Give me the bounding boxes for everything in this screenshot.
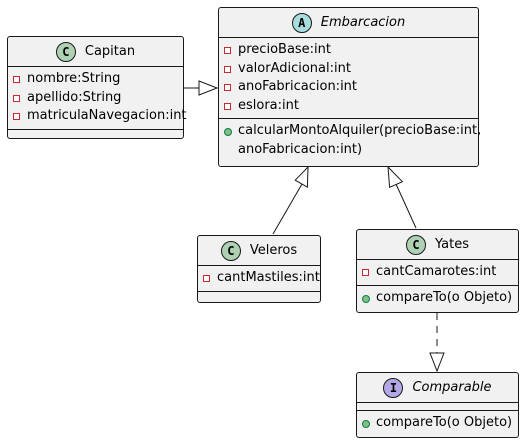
attributes-section bbox=[357, 402, 518, 410]
class-yates[interactable]: C Yates cantCamarotes:int compareTo(o Ob… bbox=[356, 229, 519, 313]
capitan-embarcacion-generalization bbox=[183, 80, 219, 96]
private-marker-icon bbox=[13, 94, 20, 102]
attribute-row: valorAdicional:int bbox=[224, 60, 478, 79]
attribute-text: eslora:int bbox=[238, 97, 299, 113]
attribute-row: anoFabricacion:int bbox=[224, 78, 478, 97]
private-marker-icon bbox=[224, 65, 231, 73]
public-marker-icon bbox=[362, 420, 370, 428]
interface-comparable[interactable]: I Comparable compareTo(o Objeto) bbox=[356, 372, 519, 438]
class-header: C Yates bbox=[357, 230, 518, 259]
public-marker-icon bbox=[224, 128, 232, 136]
attribute-text: apellido:String bbox=[27, 89, 122, 105]
class-badge-icon: C bbox=[406, 234, 426, 255]
method-text: compareTo(o Objeto) bbox=[376, 415, 513, 430]
attribute-text: matriculaNavegacion:int bbox=[27, 108, 187, 123]
class-name: Veleros bbox=[249, 243, 298, 258]
class-name: Capitan bbox=[84, 44, 136, 59]
class-header: C Capitan bbox=[8, 37, 183, 66]
abstract-badge-icon: A bbox=[291, 12, 312, 33]
class-header: I Comparable bbox=[357, 373, 518, 402]
attribute-row: eslora:int bbox=[224, 97, 478, 116]
attribute-row: matriculaNavegacion:int bbox=[13, 107, 187, 126]
attributes-section: nombre:String apellido:String matriculaN… bbox=[8, 66, 187, 129]
class-header: A Embarcacion bbox=[219, 8, 478, 37]
private-marker-icon bbox=[13, 113, 20, 120]
method-text: calcularMontoAlquiler(precioBase:int, bbox=[238, 123, 482, 138]
method-row: compareTo(o Objeto) bbox=[362, 414, 518, 433]
attribute-text: valorAdicional:int bbox=[238, 60, 351, 76]
attributes-section: cantCamarotes:int bbox=[357, 259, 518, 285]
method-row: compareTo(o Objeto) bbox=[362, 289, 518, 308]
methods-section: compareTo(o Objeto) bbox=[357, 284, 518, 311]
attribute-row: cantCamarotes:int bbox=[362, 263, 518, 282]
private-marker-icon bbox=[224, 84, 231, 91]
methods-section bbox=[8, 128, 183, 137]
class-name: Embarcacion bbox=[320, 15, 406, 30]
attribute-row: nombre:String bbox=[13, 70, 183, 89]
attribute-text: precioBase:int bbox=[238, 42, 332, 57]
yates-embarcacion-generalization bbox=[387, 165, 417, 229]
method-text: compareTo(o Objeto) bbox=[376, 289, 513, 305]
method-text: anoFabricacion:int) bbox=[238, 141, 363, 157]
public-marker-icon bbox=[362, 294, 370, 303]
private-marker-icon bbox=[224, 47, 231, 54]
private-marker-icon bbox=[224, 102, 231, 110]
class-badge-icon: C bbox=[220, 240, 241, 261]
class-capitan[interactable]: C Capitan nombre:String apellido:String … bbox=[7, 36, 187, 139]
attribute-text: cantCamarotes:int bbox=[376, 264, 497, 279]
class-veleros[interactable]: C Veleros cantMastiles:int bbox=[197, 235, 321, 303]
attribute-row: apellido:String bbox=[13, 89, 183, 108]
interface-badge-icon: I bbox=[383, 377, 404, 398]
class-name: Comparable bbox=[412, 380, 492, 395]
class-badge-icon: C bbox=[55, 41, 76, 62]
yates-comparable-realization bbox=[429, 313, 445, 373]
attribute-row: cantMastiles:int bbox=[203, 269, 320, 288]
private-marker-icon bbox=[13, 76, 20, 83]
attribute-text: anoFabricacion:int bbox=[238, 79, 358, 94]
attribute-text: cantMastiles:int bbox=[217, 270, 320, 285]
veleros-embarcacion-generalization bbox=[272, 165, 309, 235]
method-row: calcularMontoAlquiler(precioBase:int, bbox=[224, 122, 482, 141]
attribute-text: nombre:String bbox=[27, 71, 121, 86]
methods-section: compareTo(o Objeto) bbox=[357, 410, 518, 436]
class-name: Yates bbox=[435, 237, 469, 252]
methods-section bbox=[198, 290, 320, 299]
attributes-section: precioBase:int valorAdicional:int anoFab… bbox=[219, 37, 478, 118]
private-marker-icon bbox=[203, 275, 210, 282]
attributes-section: cantMastiles:int bbox=[198, 265, 320, 291]
method-row-continuation: anoFabricacion:int) bbox=[224, 141, 478, 160]
methods-section: calcularMontoAlquiler(precioBase:int, an… bbox=[219, 118, 482, 162]
private-marker-icon bbox=[362, 269, 369, 276]
class-header: C Veleros bbox=[198, 236, 320, 265]
class-embarcacion[interactable]: A Embarcacion precioBase:int valorAdicio… bbox=[218, 7, 482, 167]
attribute-row: precioBase:int bbox=[224, 41, 478, 60]
